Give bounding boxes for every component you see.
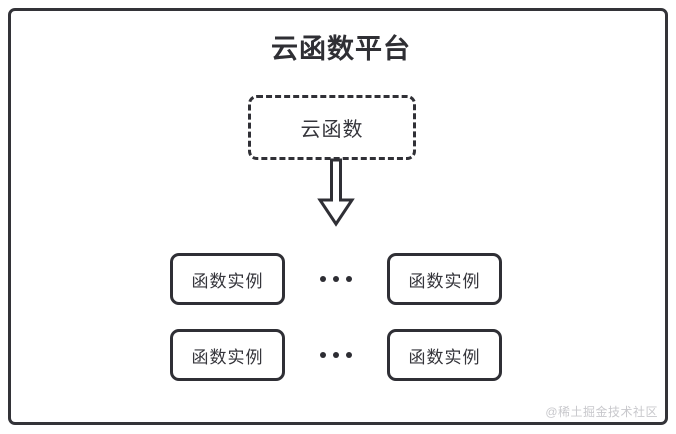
ellipsis-icon xyxy=(310,276,362,282)
watermark: @稀土掘金技术社区 xyxy=(545,405,658,419)
function-instance-box: 函数实例 xyxy=(387,253,502,305)
ellipsis-dot xyxy=(346,352,352,358)
function-instance-box: 函数实例 xyxy=(170,329,285,381)
ellipsis-dot xyxy=(333,352,339,358)
function-instance-label: 函数实例 xyxy=(408,271,481,291)
cloud-function-node: 云函数 xyxy=(248,95,416,160)
function-instance-label: 函数实例 xyxy=(191,271,264,291)
down-arrow-icon xyxy=(317,158,355,227)
function-instance-box: 函数实例 xyxy=(170,253,285,305)
function-instance-row-1: 函数实例 函数实例 xyxy=(170,253,502,305)
ellipsis-dot xyxy=(320,352,326,358)
function-instance-box: 函数实例 xyxy=(387,329,502,381)
ellipsis-dot xyxy=(346,276,352,282)
function-instance-row-2: 函数实例 函数实例 xyxy=(170,329,502,381)
function-instance-label: 函数实例 xyxy=(408,347,481,367)
function-instance-label: 函数实例 xyxy=(191,347,264,367)
ellipsis-icon xyxy=(310,352,362,358)
ellipsis-dot xyxy=(333,276,339,282)
cloud-function-label: 云函数 xyxy=(300,119,364,141)
ellipsis-dot xyxy=(320,276,326,282)
page-title: 云函数平台 xyxy=(271,34,411,64)
